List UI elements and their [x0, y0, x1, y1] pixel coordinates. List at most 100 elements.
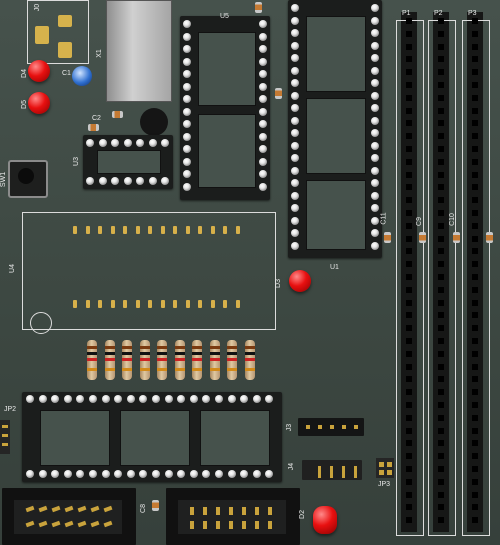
socket-u1-pin	[371, 4, 379, 12]
rail-hole	[472, 171, 478, 178]
socket-u3-pin	[148, 139, 157, 147]
socket-40pin-pin	[126, 470, 135, 478]
socket-u1-pin	[371, 229, 379, 237]
socket-40pin-window-2	[120, 410, 190, 466]
resistor-band	[244, 346, 255, 349]
rail-hole	[472, 350, 478, 357]
u4-label: U4	[8, 264, 16, 273]
pushbutton-cap[interactable]	[18, 168, 34, 184]
resistor	[227, 340, 237, 380]
rail-hole	[472, 120, 478, 127]
rail-hole	[406, 453, 412, 460]
socket-40pin-pin	[252, 395, 261, 403]
rail-hole	[438, 325, 444, 332]
socket-u5-pin	[259, 32, 267, 41]
resistor-band	[192, 352, 202, 355]
c10-label: C10	[448, 213, 456, 226]
p1-label: P1	[402, 10, 411, 17]
header-idc-right-pin	[203, 507, 207, 515]
resistor-band	[209, 358, 220, 361]
rail-hole	[472, 299, 478, 306]
socket-u1-pin	[291, 116, 299, 125]
resistor-band	[87, 346, 97, 349]
socket-40pin-pin	[51, 470, 60, 478]
u4-pad	[160, 300, 165, 308]
socket-u3-pin	[148, 177, 157, 185]
rail-hole	[406, 120, 412, 127]
resistor-band	[122, 358, 132, 361]
socket-u5-pin	[183, 32, 191, 41]
resistor-band	[139, 358, 150, 361]
u4-pad	[210, 300, 215, 308]
socket-u1-pin	[291, 216, 299, 225]
capacitor-top-u1	[255, 2, 262, 13]
u4-pad	[123, 300, 127, 308]
rail-hole	[406, 261, 412, 268]
rail-hole	[406, 133, 412, 140]
rail-hole	[472, 158, 478, 165]
header-idc-right-pin	[255, 521, 259, 529]
jumper-jp2-pin	[2, 443, 8, 446]
rail-hole	[472, 491, 478, 498]
socket-u5-pin	[183, 70, 191, 78]
resistor-band	[209, 352, 220, 355]
socket-40pin-pin	[189, 395, 198, 403]
rail-hole	[438, 133, 444, 140]
resistor-band	[174, 346, 185, 349]
jumper-jp3-pad	[379, 462, 384, 467]
rail-hole	[406, 402, 412, 408]
socket-u5-pin	[259, 57, 267, 66]
rail-hole	[472, 363, 478, 370]
resistor-band	[122, 352, 132, 355]
c11-label: C11	[380, 212, 388, 225]
d2-label: D2	[298, 510, 306, 519]
rail-hole	[406, 363, 412, 370]
header-idc-right-pin	[216, 521, 220, 529]
d5-label: D5	[20, 100, 28, 109]
resistor-band	[174, 352, 185, 355]
u1-label: U1	[330, 264, 339, 271]
socket-u1-pin	[291, 129, 299, 137]
header-idc-right-pin	[255, 507, 259, 515]
rail-hole	[472, 18, 478, 24]
rail-hole	[472, 210, 478, 216]
led-d5	[28, 92, 50, 114]
socket-u5-pin	[183, 57, 191, 66]
socket-40pin-pin	[139, 470, 148, 478]
rail-hole	[406, 69, 412, 76]
rail-hole	[438, 261, 444, 268]
socket-u3-window	[97, 150, 161, 174]
capacitor-c9	[419, 232, 426, 243]
u4-pad	[85, 300, 90, 308]
capacitor-c12	[486, 232, 493, 243]
rail-hole	[472, 107, 478, 114]
socket-40pin-pin	[227, 395, 236, 403]
socket-u1-pin	[371, 29, 379, 37]
rail-hole	[438, 82, 444, 88]
resistor-band	[244, 352, 255, 355]
resistor-band	[122, 368, 132, 371]
c9-label: C9	[415, 217, 423, 226]
socket-u1-pin	[371, 166, 379, 175]
socket-u1-pin	[371, 66, 379, 75]
rail-hole	[406, 171, 412, 178]
rail-hole	[472, 30, 478, 37]
header-j3-pin	[342, 425, 346, 429]
resistor-band	[209, 368, 220, 371]
rail-hole	[472, 389, 478, 396]
socket-u3-pin	[161, 139, 169, 147]
rail-hole	[406, 274, 412, 280]
rail-hole	[438, 350, 444, 357]
rail-hole	[472, 517, 478, 524]
header-p2	[433, 12, 449, 532]
j0-pad-2	[58, 15, 72, 27]
socket-40pin-pin	[76, 470, 85, 478]
header-p1	[401, 12, 417, 532]
rail-hole	[438, 440, 444, 447]
header-idc-right-pin	[190, 507, 194, 515]
socket-u1-pin	[291, 179, 299, 187]
rail-hole	[472, 94, 478, 101]
rail-hole	[406, 466, 412, 472]
header-idc-right-pin	[242, 521, 246, 529]
